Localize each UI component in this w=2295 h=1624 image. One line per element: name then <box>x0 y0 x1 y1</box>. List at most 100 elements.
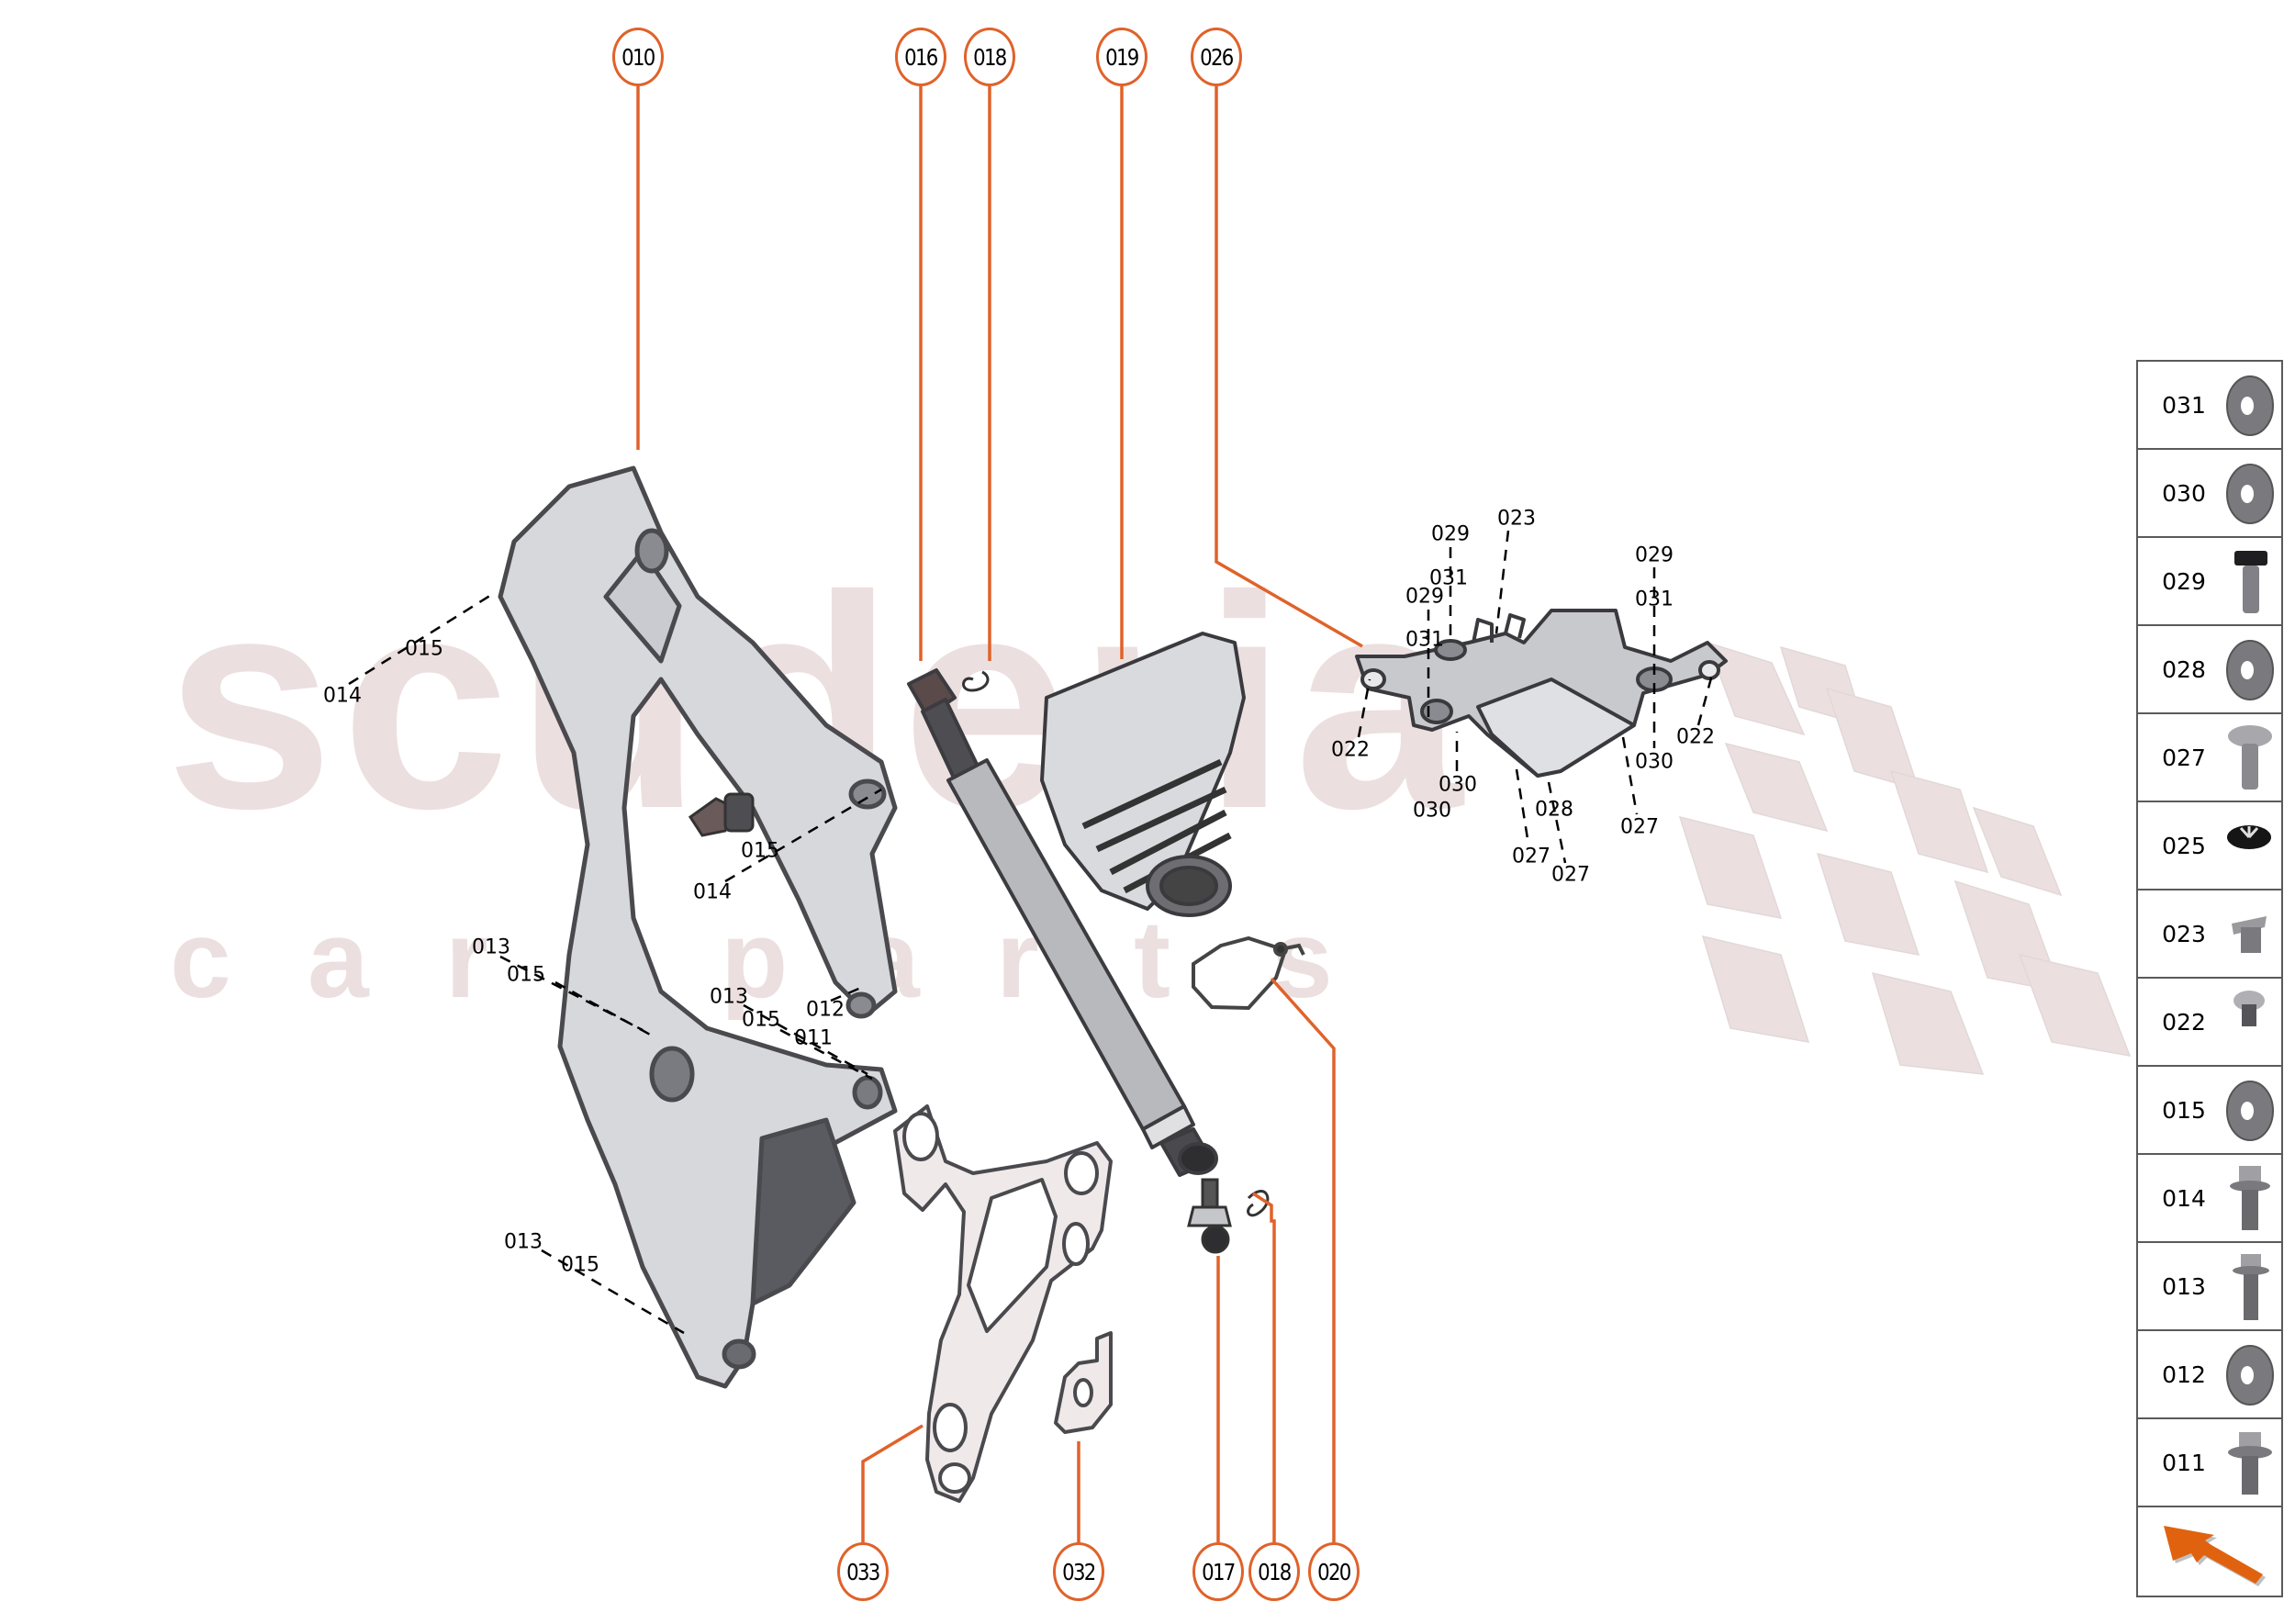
ref-label[interactable]: 027 <box>1512 845 1551 868</box>
ref-label[interactable]: 027 <box>1551 863 1590 887</box>
clip-nut-icon <box>2232 916 2267 953</box>
part-row-013[interactable]: 013 <box>2138 1243 2281 1331</box>
callout-label: 033 <box>846 1558 880 1585</box>
ref-label[interactable]: 013 <box>504 1230 543 1254</box>
callout-020[interactable]: 020 <box>1308 1542 1360 1601</box>
ref-label[interactable]: 030 <box>1635 750 1674 774</box>
part-row-027[interactable]: 027 <box>2138 714 2281 802</box>
ref-label[interactable]: 015 <box>742 1008 780 1032</box>
ref-label[interactable]: 014 <box>323 684 362 708</box>
ref-label[interactable]: 013 <box>710 985 748 1009</box>
ref-label[interactable]: 022 <box>1331 738 1370 762</box>
part-row-031[interactable]: 031 <box>2138 362 2281 450</box>
stud-bolt <box>688 792 755 837</box>
part-row-023[interactable]: 023 <box>2138 890 2281 979</box>
ref-label[interactable]: 022 <box>1676 725 1715 749</box>
part-number: 013 <box>2162 1272 2206 1300</box>
callout-010[interactable]: 010 <box>612 28 664 86</box>
flange-bolt-icon <box>2230 1166 2270 1230</box>
ref-label[interactable]: 014 <box>693 880 732 904</box>
ref-label[interactable]: 013 <box>472 935 510 959</box>
ref-label[interactable]: 029 <box>1405 585 1444 609</box>
part-026-mount <box>1355 609 1728 778</box>
part-row-012[interactable]: 012 <box>2138 1331 2281 1419</box>
part-row-014[interactable]: 014 <box>2138 1155 2281 1243</box>
ref-label[interactable]: 023 <box>1497 507 1536 531</box>
part-018-clip-top <box>962 670 990 692</box>
star-lock-washer-icon <box>2227 825 2271 849</box>
ref-label[interactable]: 027 <box>1620 815 1659 839</box>
short-button-screw-icon <box>2233 991 2265 1026</box>
callout-label: 018 <box>973 43 1007 71</box>
part-number: 029 <box>2162 567 2206 595</box>
callout-label: 026 <box>1200 43 1234 71</box>
callout-018-bottom[interactable]: 018 <box>1248 1542 1300 1601</box>
hex-bolt-black-icon <box>2234 551 2267 613</box>
part-019-boot <box>1040 632 1246 917</box>
part-number: 022 <box>2162 1008 2206 1036</box>
previous-page-arrow-icon <box>2164 1526 2266 1586</box>
callout-label: 018 <box>1258 1558 1292 1585</box>
checkered-flag-watermark <box>1678 641 2132 1075</box>
washer-icon <box>2226 640 2274 700</box>
part-row-015[interactable]: 015 <box>2138 1067 2281 1155</box>
callout-label: 016 <box>904 43 938 71</box>
part-018-clip-bottom <box>1247 1190 1270 1217</box>
ref-label[interactable]: 029 <box>1431 522 1470 546</box>
part-number: 011 <box>2162 1449 2206 1476</box>
washer-icon <box>2226 1081 2274 1141</box>
ref-label[interactable]: 011 <box>794 1026 833 1050</box>
part-number: 025 <box>2162 832 2206 859</box>
ref-label[interactable]: 030 <box>1439 773 1477 797</box>
part-017-ball-stud <box>1187 1178 1232 1254</box>
callout-016[interactable]: 016 <box>895 28 946 86</box>
part-032-small-gasket <box>1054 1331 1113 1434</box>
part-row-011[interactable]: 011 <box>2138 1419 2281 1507</box>
ref-label[interactable]: 031 <box>1429 566 1468 590</box>
callout-label: 017 <box>1202 1558 1236 1585</box>
part-number: 012 <box>2162 1361 2206 1388</box>
ref-label[interactable]: 030 <box>1413 799 1451 823</box>
callout-018-top[interactable]: 018 <box>964 28 1015 86</box>
part-number: 030 <box>2162 479 2206 507</box>
ref-label[interactable]: 029 <box>1635 543 1674 567</box>
long-flange-bolt-icon <box>2233 1254 2269 1320</box>
part-033-gasket <box>893 1104 1113 1503</box>
ref-label[interactable]: 015 <box>741 839 779 863</box>
callout-026[interactable]: 026 <box>1191 28 1242 86</box>
callout-label: 020 <box>1317 1558 1351 1585</box>
callout-019[interactable]: 019 <box>1096 28 1148 86</box>
ref-label[interactable]: 015 <box>405 637 443 661</box>
previous-page-button[interactable] <box>2138 1507 2281 1596</box>
part-row-022[interactable]: 022 <box>2138 979 2281 1067</box>
ref-label[interactable]: 012 <box>806 998 845 1022</box>
part-number: 031 <box>2162 391 2206 419</box>
callout-leader-lines <box>636 86 1363 1542</box>
part-row-028[interactable]: 028 <box>2138 626 2281 714</box>
washer-icon <box>2226 375 2274 436</box>
ref-label[interactable]: 015 <box>507 963 545 987</box>
callout-017[interactable]: 017 <box>1192 1542 1244 1601</box>
callout-label: 032 <box>1062 1558 1096 1585</box>
callout-032[interactable]: 032 <box>1053 1542 1104 1601</box>
part-row-025[interactable]: 025 <box>2138 802 2281 890</box>
part-number: 028 <box>2162 655 2206 683</box>
ref-label[interactable]: 031 <box>1635 588 1674 611</box>
callout-033[interactable]: 033 <box>837 1542 889 1601</box>
ref-label[interactable]: 028 <box>1535 798 1573 822</box>
part-016-rod <box>907 668 1218 1177</box>
part-number: 014 <box>2162 1184 2206 1212</box>
callout-label: 019 <box>1105 43 1139 71</box>
ref-label[interactable]: 015 <box>561 1253 599 1277</box>
part-number: 015 <box>2162 1096 2206 1124</box>
ref-label[interactable]: 031 <box>1405 628 1444 652</box>
part-010-bracket <box>498 465 898 1389</box>
callout-label: 010 <box>621 43 655 71</box>
parts-list-panel: 031 030 029 028 027 025 023 022 015 014 … <box>2136 360 2283 1597</box>
part-020-clamp <box>1192 935 1305 1011</box>
washer-icon <box>2226 464 2274 524</box>
part-row-030[interactable]: 030 <box>2138 450 2281 538</box>
torx-screw-icon <box>2228 725 2272 790</box>
part-row-029[interactable]: 029 <box>2138 538 2281 626</box>
